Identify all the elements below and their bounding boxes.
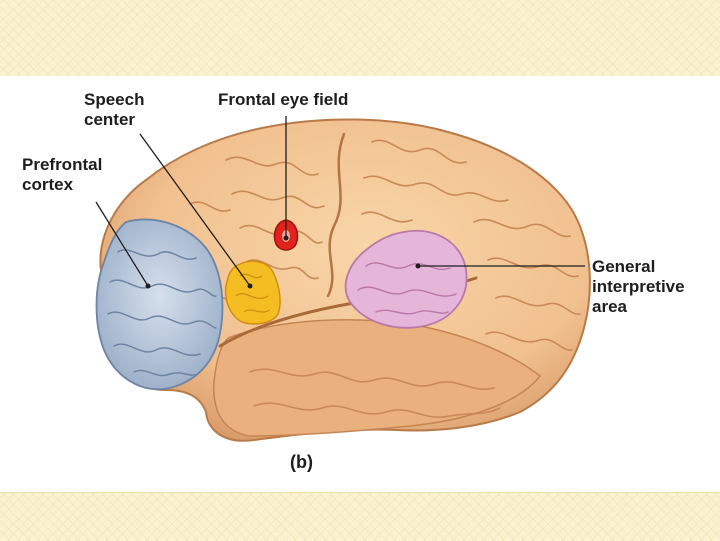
label-speech-center-line1: Speech: [84, 90, 144, 110]
figure-part-label: (b): [290, 452, 313, 472]
label-prefrontal-cortex-line2: cortex: [22, 175, 102, 195]
label-speech-center-line2: center: [84, 110, 144, 130]
label-speech-center: Speech center: [84, 90, 144, 130]
leader-dot-frontal-eye-field: [284, 236, 289, 241]
slide-footer-band: [0, 492, 720, 541]
slide-header-band: [0, 0, 720, 77]
speech-center-region: [226, 261, 280, 324]
leader-dot-speech-center: [248, 284, 253, 289]
label-general-interpretive-area: General interpretive area: [592, 257, 685, 317]
label-frontal-eye-field: Frontal eye field: [218, 90, 348, 110]
label-general-interpretive-line3: area: [592, 297, 685, 317]
label-general-interpretive-line2: interpretive: [592, 277, 685, 297]
prefrontal-cortex-region: [97, 220, 223, 390]
leader-dot-prefrontal-cortex: [146, 284, 151, 289]
label-prefrontal-cortex-line1: Prefrontal: [22, 155, 102, 175]
label-prefrontal-cortex: Prefrontal cortex: [22, 155, 102, 195]
label-general-interpretive-line1: General: [592, 257, 685, 277]
slide-content: Speech center Frontal eye field Prefront…: [0, 76, 720, 492]
leader-dot-general-interpretive: [416, 264, 421, 269]
